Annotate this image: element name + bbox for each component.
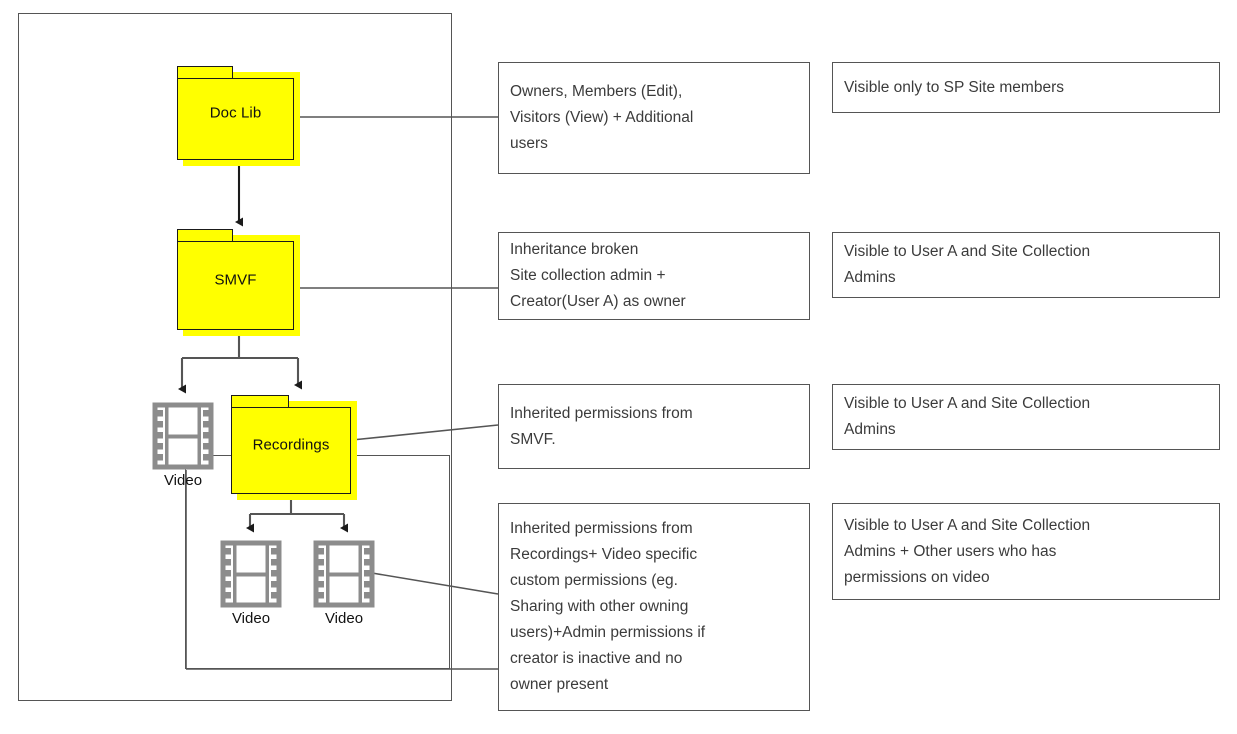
visibility-smvf: Visible to User A and Site Collection Ad… xyxy=(832,232,1220,298)
node-recordings[interactable]: Recordings xyxy=(231,395,357,500)
visibility-doc-lib: Visible only to SP Site members xyxy=(832,62,1220,113)
note-video-permissions: Inherited permissions from Recordings+ V… xyxy=(498,503,810,711)
folder-sheet xyxy=(177,78,294,160)
note-recordings-permissions: Inherited permissions from SMVF. xyxy=(498,384,810,469)
folder-sheet xyxy=(177,241,294,330)
note-text: Visible to User A and Site Collection Ad… xyxy=(844,243,1091,286)
node-label-video-2: Video xyxy=(231,610,271,627)
film-strip-icon xyxy=(152,402,214,470)
node-video-3[interactable]: Video xyxy=(313,540,375,627)
folder-tab xyxy=(177,229,234,243)
note-text: Visible only to SP Site members xyxy=(844,78,1064,96)
visibility-recordings: Visible to User A and Site Collection Ad… xyxy=(832,384,1220,450)
note-doc-lib-permissions: Owners, Members (Edit), Visitors (View) … xyxy=(498,62,810,174)
note-text: Inherited permissions from Recordings+ V… xyxy=(510,520,706,693)
node-doc-lib[interactable]: Doc Lib xyxy=(177,66,300,166)
note-text: Visible to User A and Site Collection Ad… xyxy=(844,516,1091,586)
node-label-video-1: Video xyxy=(163,472,203,489)
film-strip-icon xyxy=(220,540,282,608)
note-text: Inheritance broken Site collection admin… xyxy=(510,241,686,310)
folder-body: Doc Lib xyxy=(177,66,294,160)
folder-body: SMVF xyxy=(177,229,294,330)
node-label-smvf: SMVF xyxy=(214,271,257,288)
node-label-video-3: Video xyxy=(324,610,364,627)
note-text: Inherited permissions from SMVF. xyxy=(510,404,693,448)
node-video-2[interactable]: Video xyxy=(220,540,282,627)
visibility-videos: Visible to User A and Site Collection Ad… xyxy=(832,503,1220,600)
note-text: Visible to User A and Site Collection Ad… xyxy=(844,395,1091,438)
folder-tab xyxy=(177,66,234,80)
node-label-recordings: Recordings xyxy=(252,436,330,453)
folder-sheet xyxy=(231,407,351,494)
node-smvf[interactable]: SMVF xyxy=(177,229,300,336)
folder-tab xyxy=(231,395,289,409)
folder-body: Recordings xyxy=(231,395,351,494)
note-smvf-permissions: Inheritance broken Site collection admin… xyxy=(498,232,810,320)
note-text: Owners, Members (Edit), Visitors (View) … xyxy=(510,83,694,152)
node-video-1[interactable]: Video xyxy=(152,402,214,489)
film-strip-icon xyxy=(313,540,375,608)
outer-boundary-frame xyxy=(18,13,452,701)
node-label-doc-lib: Doc Lib xyxy=(209,104,262,122)
